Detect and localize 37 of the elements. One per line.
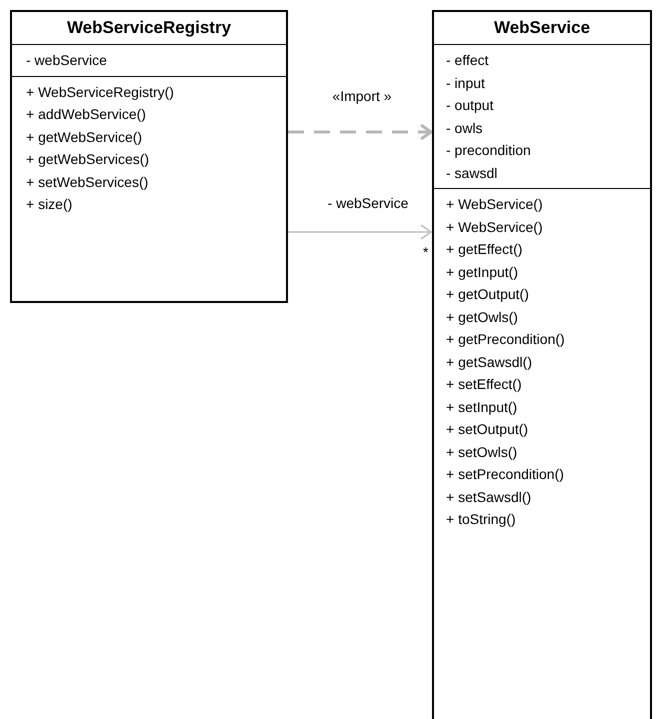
member-text: + getWebServices() [25,150,150,169]
member-text: + setInput() [445,398,518,417]
member-text: - effect [445,51,490,70]
member-text: + getSawsdl() [445,352,533,372]
multiplicity-label: * [423,244,428,260]
member-text: + setWebServices() [25,172,150,192]
member-text: + WebService() [445,195,544,214]
member-text: - webService [25,51,108,70]
class-box [432,10,652,719]
member-text: - input [445,74,486,93]
member-text: + setEffect() [445,375,523,394]
class-box [10,10,288,303]
dependency-arrow [288,124,432,140]
member-text: + addWebService() [25,105,147,124]
member-text: + setOwls() [445,442,518,462]
member-text: + setOutput() [445,420,530,439]
member-text: + getEffect() [445,240,524,259]
member-text: + getOutput() [445,285,530,304]
member-text: + getInput() [445,262,519,282]
member-text: + WebServiceRegistry() [25,82,175,102]
member-text: + WebService() [445,218,544,237]
member-text: + getOwls() [445,308,519,327]
member-text: + toString() [445,510,517,529]
member-text: + size() [25,195,74,214]
edge-label: «Import » [332,88,392,104]
member-text: - sawsdl [445,164,498,182]
member-text: - output [445,96,494,115]
class-name: WebServiceRegistry [66,17,232,39]
member-text: - owls [445,118,484,138]
member-text: + getPrecondition() [445,330,566,349]
edge-label: - webService [328,195,408,211]
member-text: - precondition [445,141,532,160]
association-arrow [288,224,432,240]
member-text: + setPrecondition() [445,465,565,484]
class-name: WebService [492,17,592,39]
member-text: + setSawsdl() [445,488,532,507]
member-text: + getWebService() [25,128,144,147]
